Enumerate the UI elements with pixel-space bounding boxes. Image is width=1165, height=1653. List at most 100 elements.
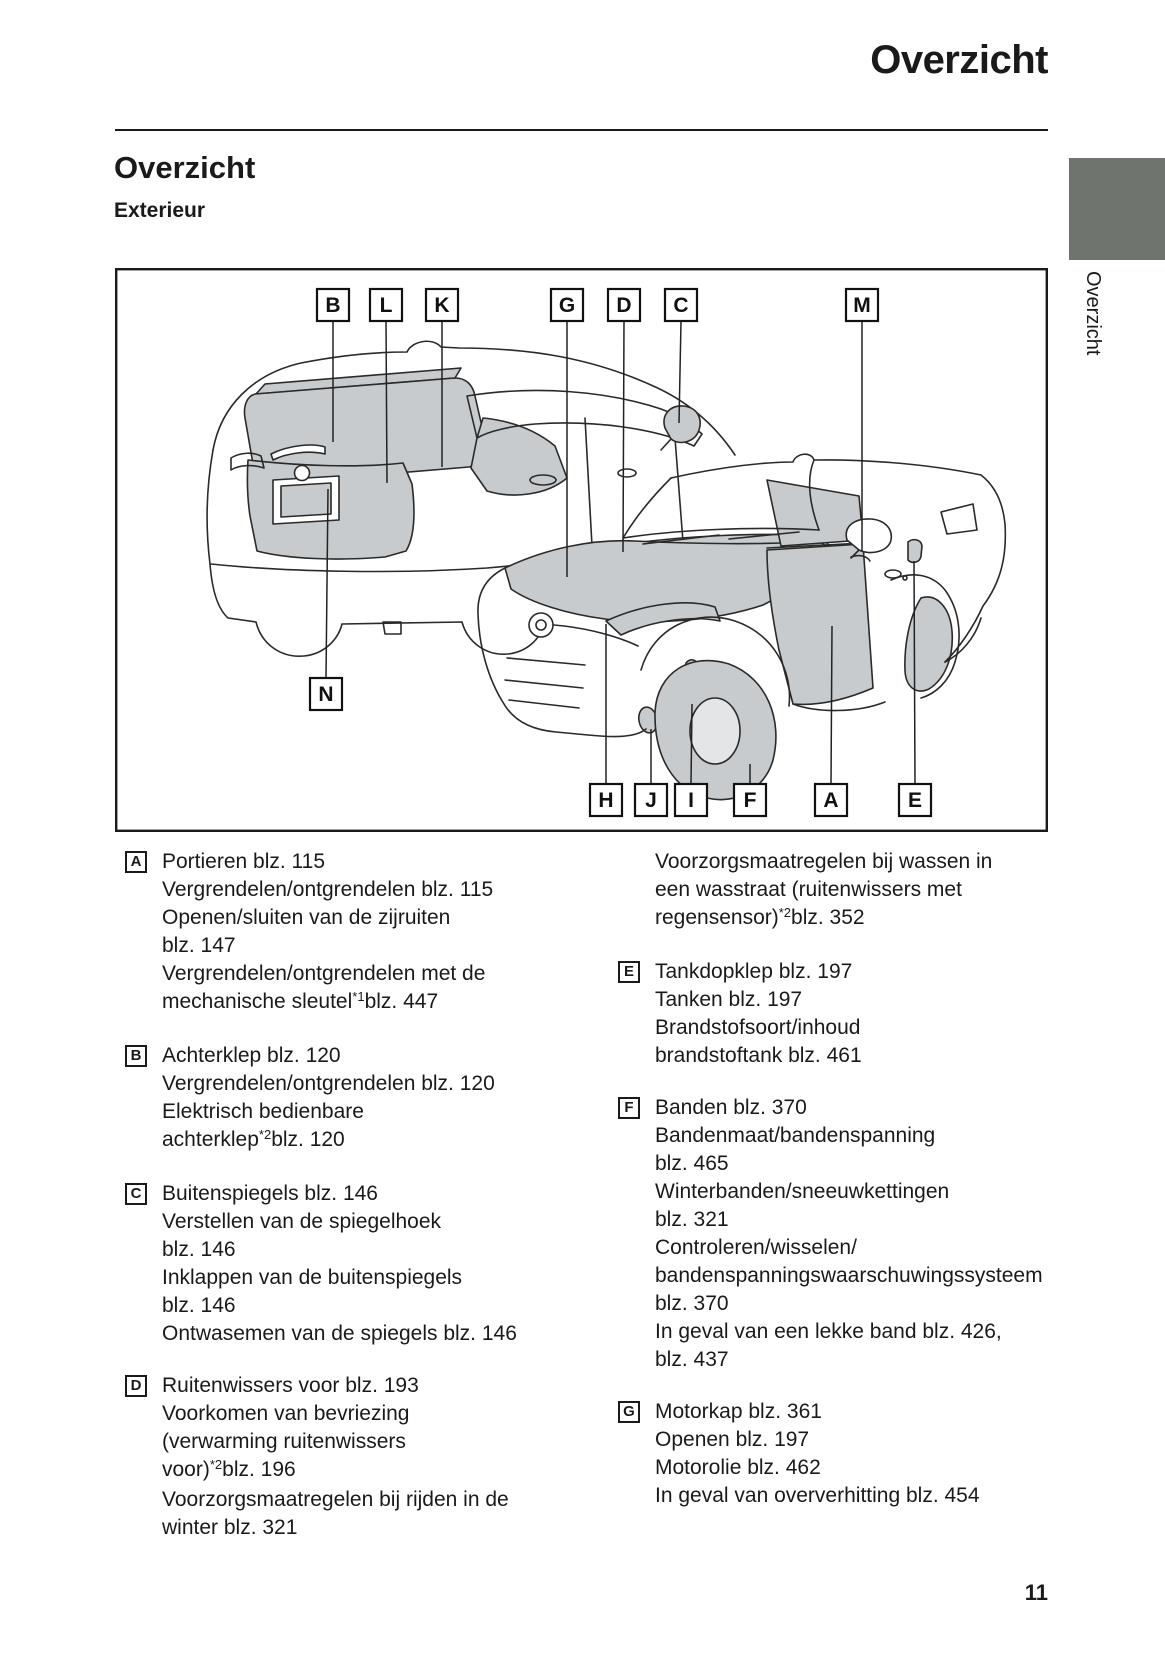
legend-line: Motorolie blz. 462	[655, 1456, 821, 1479]
legend-chip: F	[618, 1097, 640, 1119]
legend-line: blz. 321	[655, 1208, 729, 1231]
sidebar-vertical-label: Overzicht	[1082, 271, 1104, 356]
svg-text:G: G	[559, 294, 575, 317]
legend-line: regensensor)*2blz. 352	[655, 905, 865, 929]
callout-J: J	[633, 782, 669, 818]
legend-line: Openen/sluiten van de zijruiten	[162, 906, 451, 929]
legend-line: Vergrendelen/ontgrendelen blz. 115	[162, 878, 494, 901]
svg-text:H: H	[598, 789, 613, 812]
legend-line: Vergrendelen/ontgrendelen met de	[162, 962, 486, 985]
callout-A: A	[813, 782, 849, 818]
subsection-title: Exterieur	[114, 199, 206, 222]
page-header-title: Overzicht	[870, 38, 1048, 82]
chapter-tab-marker	[1069, 158, 1165, 260]
callout-E: E	[897, 782, 933, 818]
legend-chip: E	[618, 961, 640, 983]
legend-line: Verstellen van de spiegelhoek	[162, 1210, 442, 1233]
legend-line: blz. 146	[162, 1238, 236, 1261]
callout-I: I	[673, 782, 709, 818]
svg-text:E: E	[908, 789, 922, 812]
legend-line: Portieren blz. 115	[162, 850, 326, 873]
svg-text:J: J	[645, 789, 657, 812]
header-rule	[115, 129, 1048, 131]
legend-chip-spacer	[618, 851, 640, 873]
callout-L: L	[368, 287, 404, 323]
svg-text:M: M	[853, 294, 871, 317]
callout-B: B	[315, 287, 351, 323]
legend-line: winter blz. 321	[162, 1516, 298, 1539]
legend-chip: C	[125, 1183, 147, 1205]
legend-line: blz. 147	[162, 934, 236, 957]
legend-line: Elektrisch bedienbare	[162, 1100, 364, 1123]
front-car-illustration	[477, 453, 1007, 801]
legend-line: Banden blz. 370	[655, 1096, 807, 1119]
svg-text:I: I	[688, 789, 694, 812]
legend-line: Winterbanden/sneeuwkettingen	[655, 1180, 950, 1203]
page-number: 11	[1024, 1580, 1048, 1605]
legend-chip: B	[125, 1045, 147, 1067]
legend-line: blz. 437	[655, 1348, 729, 1371]
legend-line: bandenspanningswaarschuwingssysteem	[655, 1264, 1043, 1287]
section-title: Overzicht	[114, 150, 256, 185]
callout-F: F	[732, 782, 768, 818]
legend-line: (verwarming ruitenwissers	[162, 1430, 406, 1453]
callout-D: D	[606, 287, 642, 323]
legend-line: Ruitenwissers voor blz. 193	[162, 1374, 419, 1397]
footnote-marker: *2	[209, 1457, 223, 1472]
callout-K: K	[424, 287, 460, 323]
legend-line: Vergrendelen/ontgrendelen blz. 120	[162, 1072, 495, 1095]
svg-text:D: D	[616, 294, 631, 317]
svg-text:L: L	[380, 294, 393, 317]
legend-line: Ontwasemen van de spiegels blz. 146	[162, 1322, 517, 1345]
legend-line: Tankdopklep blz. 197	[655, 960, 853, 983]
leader-lines	[325, 320, 916, 785]
legend-chip: D	[125, 1375, 147, 1397]
svg-text:B: B	[325, 294, 340, 317]
exterior-diagram: B L K G D C M N H J I F A E	[115, 268, 1048, 832]
callout-M: M	[844, 287, 880, 323]
legend-line: In geval van een lekke band blz. 426,	[655, 1320, 1002, 1343]
legend-line: blz. 370	[655, 1292, 729, 1315]
legend-line: Inklappen van de buitenspiegels	[162, 1266, 463, 1289]
rear-car-illustration	[206, 340, 736, 657]
callout-labels: B L K G D C M N H J I F A E	[308, 287, 933, 818]
legend-line: Motorkap blz. 361	[655, 1400, 822, 1423]
legend-line: Achterklep blz. 120	[162, 1044, 341, 1067]
callout-G: G	[549, 287, 585, 323]
callout-H: H	[588, 782, 624, 818]
legend-line: blz. 146	[162, 1294, 236, 1317]
svg-text:K: K	[434, 294, 449, 317]
legend-line: Voorzorgsmaatregelen bij wassen in	[655, 850, 993, 873]
legend-line: Controleren/wisselen/	[655, 1236, 857, 1259]
legend-line: Voorzorgsmaatregelen bij rijden in de	[162, 1488, 509, 1511]
svg-text:C: C	[673, 294, 688, 317]
legend-line: Openen blz. 197	[655, 1428, 810, 1451]
legend-line: Bandenmaat/bandenspanning	[655, 1124, 936, 1147]
callout-N: N	[308, 676, 344, 712]
legend-line: blz. 465	[655, 1152, 729, 1175]
legend-line: Buitenspiegels blz. 146	[162, 1182, 378, 1205]
legend-line: mechanische sleutel*1blz. 447	[162, 989, 439, 1013]
legend-line: voor)*2blz. 196	[162, 1457, 296, 1481]
legend-line: Brandstofsoort/inhoud	[655, 1016, 861, 1039]
legend-line: Tanken blz. 197	[655, 988, 803, 1011]
footnote-marker: *2	[258, 1127, 272, 1142]
footnote-marker: *2	[778, 905, 792, 920]
legend-line: brandstoftank blz. 461	[655, 1044, 862, 1067]
